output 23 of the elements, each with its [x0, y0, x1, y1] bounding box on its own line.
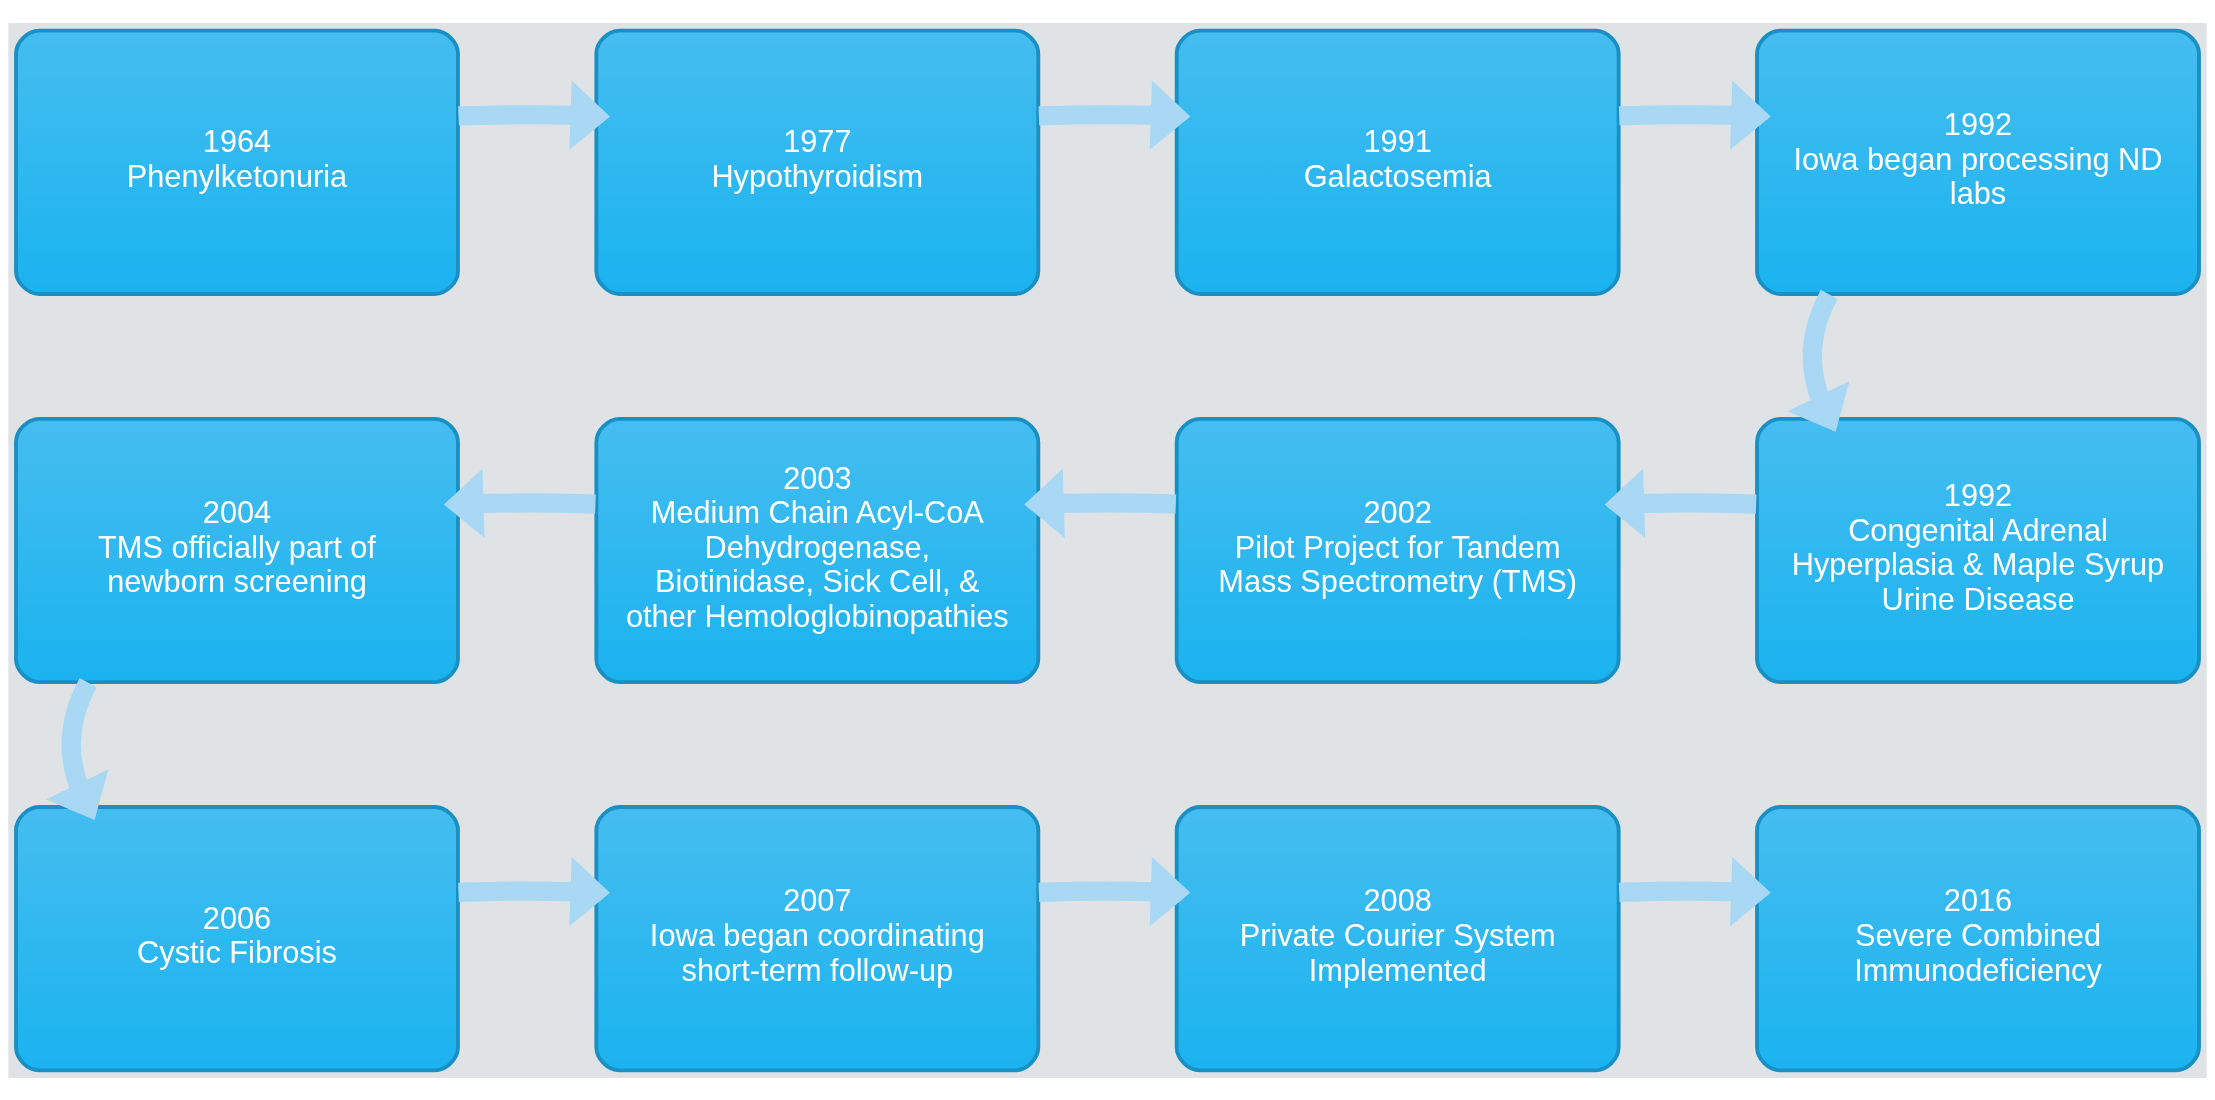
arrow: [1038, 856, 1191, 926]
arrow: [458, 856, 611, 926]
arrow: [1604, 468, 1757, 538]
node-box: 2008 Private Courier System Implemented: [1174, 804, 1621, 1072]
arrow: [1024, 468, 1177, 538]
node-box: 1991 Galactosemia: [1174, 28, 1621, 296]
node-box: 2002 Pilot Project for Tandem Mass Spectrometry (TMS): [1174, 416, 1621, 684]
arrow: [1618, 80, 1771, 150]
node-box: 2016 Severe Combined Immunodeficiency: [1755, 804, 2201, 1072]
node-box: 2006 Cystic Fibrosis: [14, 804, 460, 1072]
node-box: 1992 Congenital Adrenal Hyperplasia & Maple Syrup Urine Disease: [1755, 416, 2201, 684]
node-box: 2003 Medium Chain Acyl-CoA Dehydrogenase, Biotinidase, Sick Cell, & other Hemologlobinopathies: [594, 416, 1041, 684]
node-box: 2004 TMS officially part of newborn screening: [14, 416, 460, 684]
arrow: [1618, 856, 1771, 926]
node-box: 2007 Iowa began coordinating short-term follow-up: [594, 804, 1041, 1072]
node-box: 1964 Phenylketonuria: [14, 28, 460, 296]
node-box: 1992 Iowa began processing ND labs: [1755, 28, 2201, 296]
arrow: [458, 80, 611, 150]
node-box: 1977 Hypothyroidism: [594, 28, 1041, 296]
arrow: [1787, 289, 1850, 432]
arrow: [46, 677, 109, 820]
arrow: [443, 468, 596, 538]
arrow: [1038, 80, 1191, 150]
